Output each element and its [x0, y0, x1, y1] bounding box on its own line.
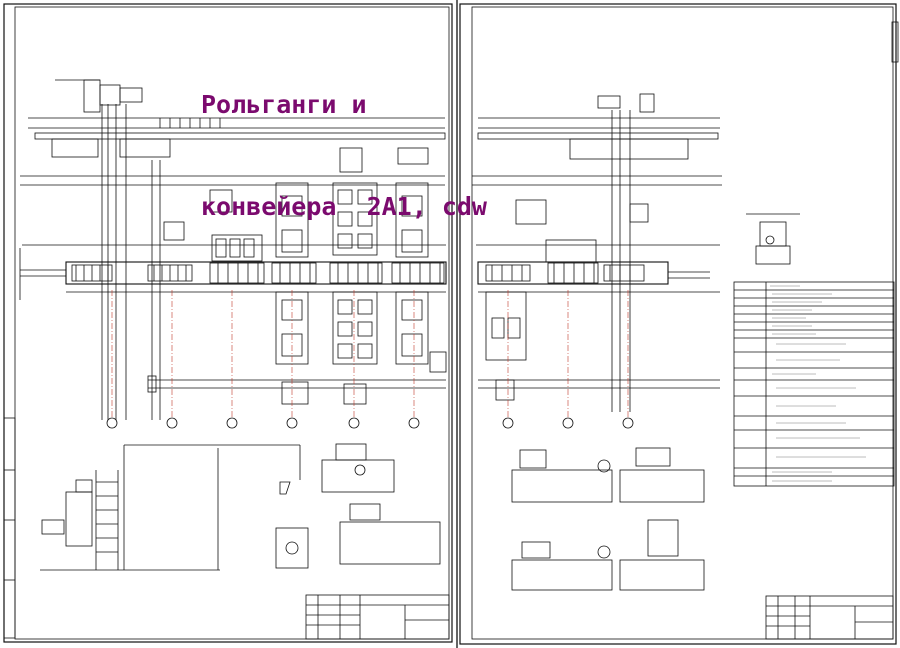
- operation-views-left: [275, 443, 441, 569]
- return-conveyor-left: [147, 160, 446, 420]
- overhead-conveyor-right: [472, 93, 722, 412]
- axis-bubbles-left: [106, 417, 420, 429]
- positions-table: [733, 281, 895, 487]
- building-section-left: [40, 444, 301, 571]
- sheet-left: [3, 3, 453, 643]
- axis-lines-left: [111, 290, 415, 418]
- machines-lower-left: [275, 291, 447, 405]
- operation-views-right: [511, 447, 705, 591]
- drawing-title-line1: Рольганги и: [201, 90, 367, 119]
- detail-view-right: [746, 213, 800, 265]
- title-block-right: [765, 595, 894, 640]
- axis-lines-right: [507, 290, 629, 418]
- sheet-right: [459, 3, 899, 645]
- machines-upper-left: [209, 147, 429, 262]
- main-conveyor-right: [476, 239, 720, 401]
- drawing-title-line2: конвейера 2А1, cdw: [201, 192, 487, 221]
- main-conveyor-left: [19, 244, 447, 300]
- drawing-title: Рольганги и конвейера 2А1, cdw: [201, 20, 487, 258]
- title-block-left: [305, 594, 450, 640]
- axis-bubbles-right: [502, 417, 634, 429]
